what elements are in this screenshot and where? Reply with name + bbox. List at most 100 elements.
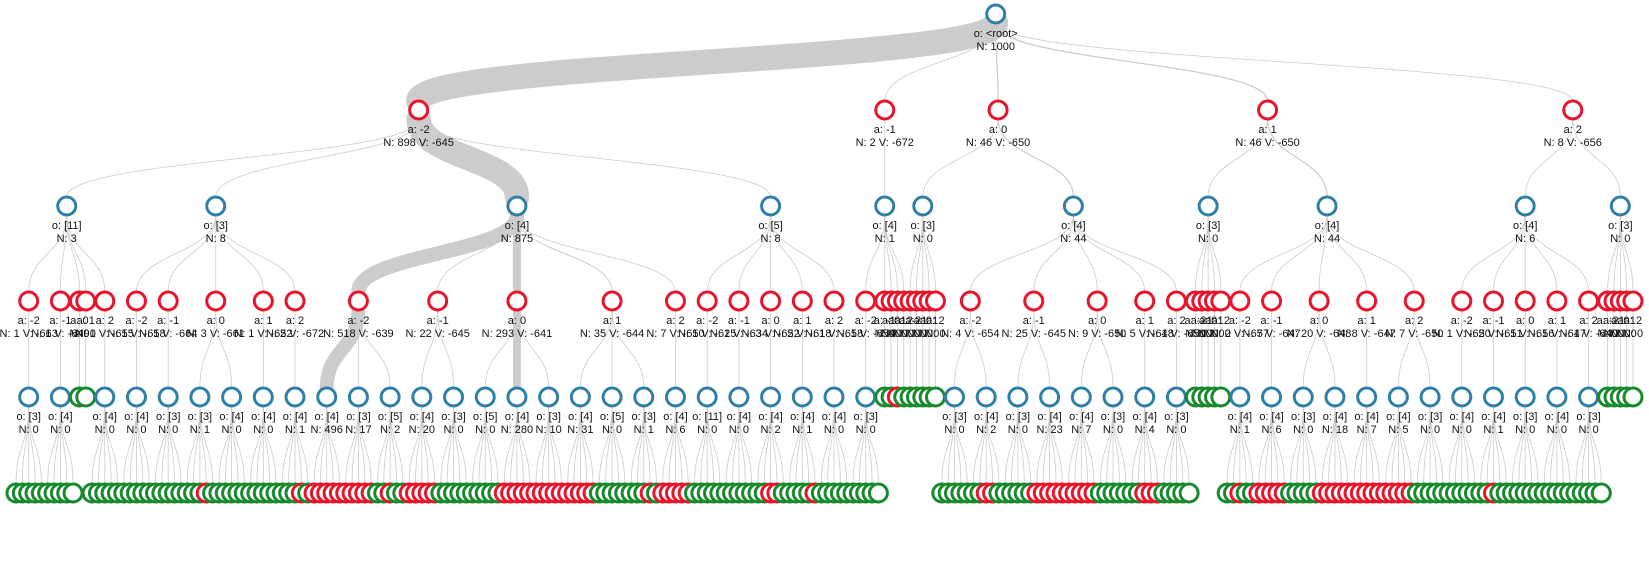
leaf-node[interactable] <box>62 482 84 504</box>
action-node[interactable]: a: 2N: 1 V: -655 <box>76 290 134 340</box>
observation-node[interactable]: o: [4]N: 496 <box>311 386 343 436</box>
action-node[interactable]: a: 0N: 1 V: -656 <box>1496 290 1554 340</box>
action-node[interactable]: a: 1N: 5 V: -648 <box>1116 290 1174 340</box>
observation-node[interactable]: o: [3]N: 0 <box>1006 386 1030 436</box>
leaf-node[interactable] <box>1210 386 1232 408</box>
action-node[interactable]: a: -2N: 1 V: -654 <box>837 290 895 340</box>
observation-node[interactable]: o: <root>N: 1000 <box>974 3 1018 53</box>
action-node[interactable]: a: 0N: 20 V: -648 <box>1287 290 1351 340</box>
observation-node[interactable]: o: [4]N: 7 <box>1069 386 1094 436</box>
observation-node[interactable]: o: [4]N: 1 <box>1228 386 1252 436</box>
action-node[interactable]: a: -1N: 1 V: -649 <box>31 290 90 340</box>
action-node[interactable]: a: -1N: 25 V: -645 <box>1002 290 1066 340</box>
action-node[interactable]: a: -2N: 1 V: -663 <box>0 290 58 340</box>
action-node[interactable]: a: 2N: 1 V: -640 <box>1559 290 1618 340</box>
observation-node[interactable]: o: [4]N: 20 <box>409 386 435 436</box>
observation-node[interactable]: o: [11]N: 0 <box>692 386 722 436</box>
action-node[interactable]: a: 1N: 1 V: -647 <box>1528 290 1586 340</box>
observation-node[interactable]: o: [4]N: 0 <box>124 386 149 436</box>
observation-node[interactable]: o: [4]N: 7 <box>1354 386 1379 436</box>
action-node[interactable]: a: 2N: 0 <box>1210 290 1232 340</box>
action-node[interactable]: a: 2N: 7 V: -650 <box>646 290 705 340</box>
observation-node[interactable]: o: [3]N: 0 <box>911 195 935 245</box>
observation-node[interactable]: o: [5]N: 8 <box>758 195 783 245</box>
observation-node[interactable]: o: [3]N: 17 <box>345 386 372 436</box>
observation-node[interactable]: o: [3]N: 0 <box>1513 386 1537 436</box>
leaf-node[interactable] <box>924 386 946 408</box>
observation-node[interactable]: o: [4]N: 23 <box>1036 386 1063 436</box>
observation-node[interactable]: o: [3]N: 0 <box>1196 195 1220 245</box>
observation-node[interactable]: o: [4]N: 0 <box>1545 386 1569 436</box>
observation-node[interactable]: o: [4]N: 31 <box>567 386 594 436</box>
action-node[interactable]: a: -2N: 1 V: -658 <box>107 290 166 340</box>
observation-node[interactable]: o: [4]N: 6 <box>1513 195 1537 245</box>
observation-node[interactable]: o: [4]N: 0 <box>48 386 73 436</box>
observation-node[interactable]: o: [3]N: 0 <box>1608 195 1633 245</box>
action-node[interactable]: a: 0N: 9 V: -650 <box>1068 290 1126 340</box>
action-node[interactable]: a: 2N: 1 V: -651 <box>1147 290 1206 340</box>
observation-node[interactable]: o: [4]N: 5 <box>1386 386 1411 436</box>
observation-node[interactable]: o: [4]N: 1 <box>1481 386 1506 436</box>
observation-node[interactable]: o: [4]N: 44 <box>1060 195 1087 245</box>
observation-node[interactable]: o: [4]N: 2 <box>974 386 998 436</box>
action-node[interactable]: a: 2N: 0 <box>924 290 946 340</box>
observation-node[interactable]: o: [4]N: 0 <box>822 386 846 436</box>
observation-node[interactable]: o: [3]N: 0 <box>1576 386 1601 436</box>
action-node[interactable]: a: 2N: 7 V: -650 <box>1385 290 1443 340</box>
action-node[interactable]: a: -1N: 2 V: -672 <box>856 99 914 149</box>
observation-node[interactable]: o: [4]N: 44 <box>1314 195 1340 245</box>
observation-node[interactable]: o: [4]N: 6 <box>1259 386 1284 436</box>
observation-node[interactable]: o: [4]N: 280 <box>501 386 533 436</box>
observation-node[interactable]: o: [5]N: 2 <box>378 386 402 436</box>
observation-node[interactable]: o: [4]N: 0 <box>93 386 117 436</box>
observation-node[interactable]: o: [4]N: 6 <box>663 386 688 436</box>
action-node[interactable]: a: -1N: 2 V: -651 <box>1464 290 1523 340</box>
observation-node[interactable]: o: [5]N: 0 <box>600 386 624 436</box>
observation-node[interactable]: o: [3]N: 1 <box>632 386 656 436</box>
observation-node[interactable]: o: [4]N: 0 <box>219 386 244 436</box>
action-node[interactable]: a: -2N: 4 V: -654 <box>941 290 999 340</box>
action-node[interactable]: a: 2N: 1 V: -658 <box>805 290 863 340</box>
observation-node[interactable]: o: [11]N: 3 <box>52 195 82 245</box>
action-node[interactable]: a: 1N: 1 V: -652 <box>234 290 292 340</box>
observation-node[interactable]: o: [3]N: 0 <box>853 386 878 436</box>
action-node[interactable]: a: -2N: 898 V: -645 <box>383 99 454 149</box>
leaf-node[interactable] <box>1590 482 1612 504</box>
observation-node[interactable]: o: [3]N: 0 <box>1418 386 1442 436</box>
action-node[interactable]: a: 1N: 46 V: -650 <box>1235 99 1300 149</box>
action-node[interactable]: a: 2N: 0 <box>1622 290 1644 340</box>
observation-node[interactable]: o: [4]N: 18 <box>1322 386 1348 436</box>
observation-node[interactable]: o: [4]N: 4 <box>1132 386 1157 436</box>
observation-node[interactable]: o: [3]N: 0 <box>441 386 466 436</box>
observation-node[interactable]: o: [3]N: 1 <box>188 386 212 436</box>
action-node[interactable]: a: 1N: 8 V: -647 <box>1338 290 1396 340</box>
action-node[interactable]: a: -2N: 1 V: -650 <box>1433 290 1491 340</box>
leaf-node[interactable] <box>1622 386 1644 408</box>
action-node[interactable]: a: -2N: 2 V: -657 <box>1211 290 1269 340</box>
observation-node[interactable]: o: [3]N: 0 <box>156 386 180 436</box>
action-node[interactable]: a: 1N: 35 V: -644 <box>580 290 644 340</box>
action-node[interactable]: a: 0N: 3 V: -652 <box>741 290 800 340</box>
action-node[interactable]: a: -1N: 1 V: -634 <box>710 290 768 340</box>
observation-node[interactable]: o: [3]N: 0 <box>1291 386 1315 436</box>
action-node[interactable]: a: 1N: 2 V: -618 <box>773 290 831 340</box>
action-node[interactable]: a: 2N: 8 V: -656 <box>1544 99 1602 149</box>
action-node[interactable]: a: 0N: 3 V: -661 <box>187 290 245 340</box>
action-node[interactable]: a: -1N: 1 V: -664 <box>139 290 197 340</box>
action-node[interactable]: a: -2N: 518 V: -639 <box>323 290 394 340</box>
leaf-node[interactable] <box>1178 482 1200 504</box>
observation-node[interactable]: o: [4]N: 0 <box>1450 386 1474 436</box>
observation-node[interactable]: o: [3]N: 10 <box>536 386 562 436</box>
action-node[interactable]: a: 2N: 2 V: -672 <box>266 290 324 340</box>
leaf-node[interactable] <box>867 482 889 504</box>
observation-node[interactable]: o: [4]N: 1 <box>283 386 307 436</box>
action-node[interactable]: a: -2N: 1 V: -625 <box>678 290 736 340</box>
action-node[interactable]: a: -1N: 7 V: -647 <box>1242 290 1301 340</box>
observation-node[interactable]: o: [5]N: 0 <box>473 386 497 436</box>
observation-node[interactable]: o: [3]N: 0 <box>942 386 967 436</box>
leaf-node[interactable] <box>75 386 97 408</box>
observation-node[interactable]: o: [4]N: 0 <box>251 386 276 436</box>
observation-node[interactable]: o: [4]N: 875 <box>501 195 533 245</box>
observation-node[interactable]: o: [4]N: 1 <box>790 386 815 436</box>
observation-node[interactable]: o: [4]N: 0 <box>727 386 751 436</box>
